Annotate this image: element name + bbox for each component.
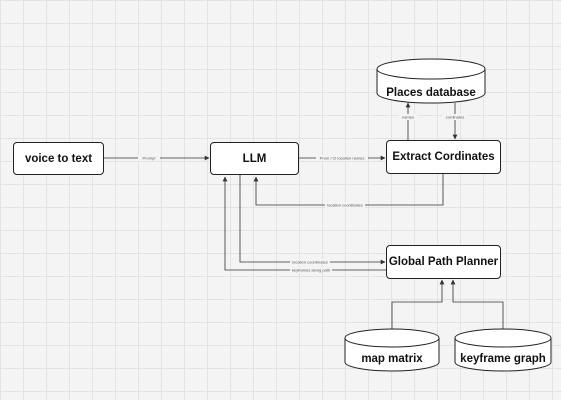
places-database-label: Places database [386,87,476,99]
map-matrix-label: map matrix [361,353,423,365]
voice-to-text-label: voice to text [24,152,93,165]
edge-label-keyframes-along-path: keyframes along path [292,268,330,273]
voice-to-text-node[interactable]: voice to text [13,142,104,175]
places-database-node[interactable]: Places database [376,58,486,104]
edge-label-prompt-location-names: Prom / Ci location names [320,156,365,161]
edge-label-prompt: Prompt [143,156,157,161]
llm-label: LLM [242,152,267,165]
edge-label-cordinates: cordinates [446,115,464,120]
keyframe-graph-label: keyframe graph [460,353,546,365]
edge-keyframe-to-gpp [450,279,504,330]
extract-cordinates-node[interactable]: Extract Cordinates [386,140,501,174]
map-matrix-node[interactable]: map matrix [344,328,440,372]
extract-cordinates-label: Extract Cordinates [392,151,495,163]
edge-label-location-coordinates-gpp: location coordinates [292,260,328,265]
edge-label-names: names [402,115,414,120]
global-path-planner-node[interactable]: Global Path Planner [386,245,501,279]
keyframe-graph-node[interactable]: keyframe graph [454,328,552,372]
llm-node[interactable]: LLM [210,142,299,175]
global-path-planner-label: Global Path Planner [388,256,499,268]
edge-map-to-gpp [391,279,445,330]
edge-llm-to-gpp [239,175,386,265]
edge-extract-to-llm [253,174,444,206]
edge-gpp-to-llm [222,176,386,271]
edge-label-location-coordinates: location coordinates [327,203,363,208]
